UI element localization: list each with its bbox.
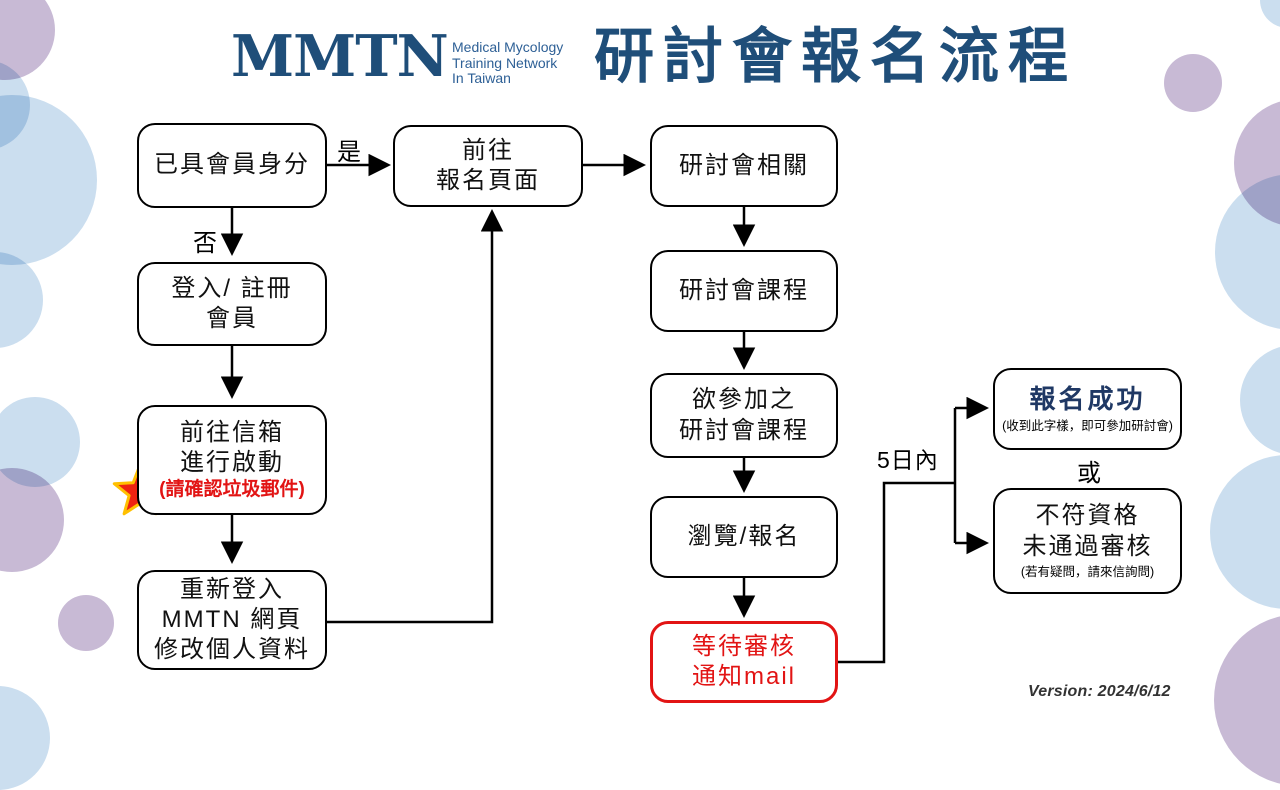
edge-label-yes: 是 [337, 139, 362, 166]
background-circle [1214, 614, 1280, 786]
background-circle [1164, 54, 1222, 112]
background-circle [1215, 174, 1280, 330]
flow-node-not-qualified: 不符資格 未通過審核 (若有疑問，請來信詢問) [993, 488, 1182, 594]
mmtn-logo: MMTN [231, 23, 449, 90]
flow-node-registration-success: 報名成功 (收到此字樣，即可參加研討會) [993, 368, 1182, 450]
background-circle [58, 595, 114, 651]
background-circle [0, 468, 64, 572]
edge-label-or: 或 [1077, 460, 1102, 487]
flow-node-seminar-related: 研討會相關 [650, 125, 838, 207]
edge-label-no: 否 [193, 230, 218, 257]
success-note: (收到此字樣，即可參加研討會) [1002, 419, 1173, 433]
flow-node-go-registration-page: 前往 報名頁面 [393, 125, 583, 207]
flow-node-await-review-mail: 等待審核 通知mail [650, 621, 838, 703]
flow-node-login-or-register: 登入/ 註冊 會員 [137, 262, 327, 346]
flow-node-relogin-update-profile: 重新登入 MMTN 網頁 修改個人資料 [137, 570, 327, 670]
background-circle [0, 686, 50, 790]
flow-node-activate-via-mailbox: 前往信箱 進行啟動 (請確認垃圾郵件) [137, 405, 327, 515]
rejected-note: (若有疑問，請來信詢問) [1020, 564, 1155, 579]
version-label: Version: 2024/6/12 [1028, 683, 1171, 700]
flow-node-has-membership: 已具會員身分 [137, 123, 327, 208]
background-circle [1240, 345, 1280, 455]
page-title: 研討會報名流程 [594, 23, 1077, 90]
flow-node-browse-register: 瀏覽/報名 [650, 496, 838, 578]
tagline-line: Training Network [452, 54, 558, 71]
background-circle [0, 252, 43, 348]
mmtn-logo-tagline: Medical Mycology Training Network In Tai… [452, 39, 564, 87]
spam-warning-note: (請確認垃圾郵件) [159, 479, 305, 501]
tagline-line: Medical Mycology [452, 39, 564, 55]
flow-node-seminar-courses: 研討會課程 [650, 250, 838, 332]
flow-node-course-to-join: 欲參加之 研討會課程 [650, 373, 838, 458]
background-circle [1260, 0, 1280, 28]
background-circle [1210, 455, 1280, 609]
tagline-line: In Taiwan [452, 70, 511, 86]
background-circle [0, 95, 97, 265]
edge-label-within-5-days: 5日內 [877, 447, 939, 473]
